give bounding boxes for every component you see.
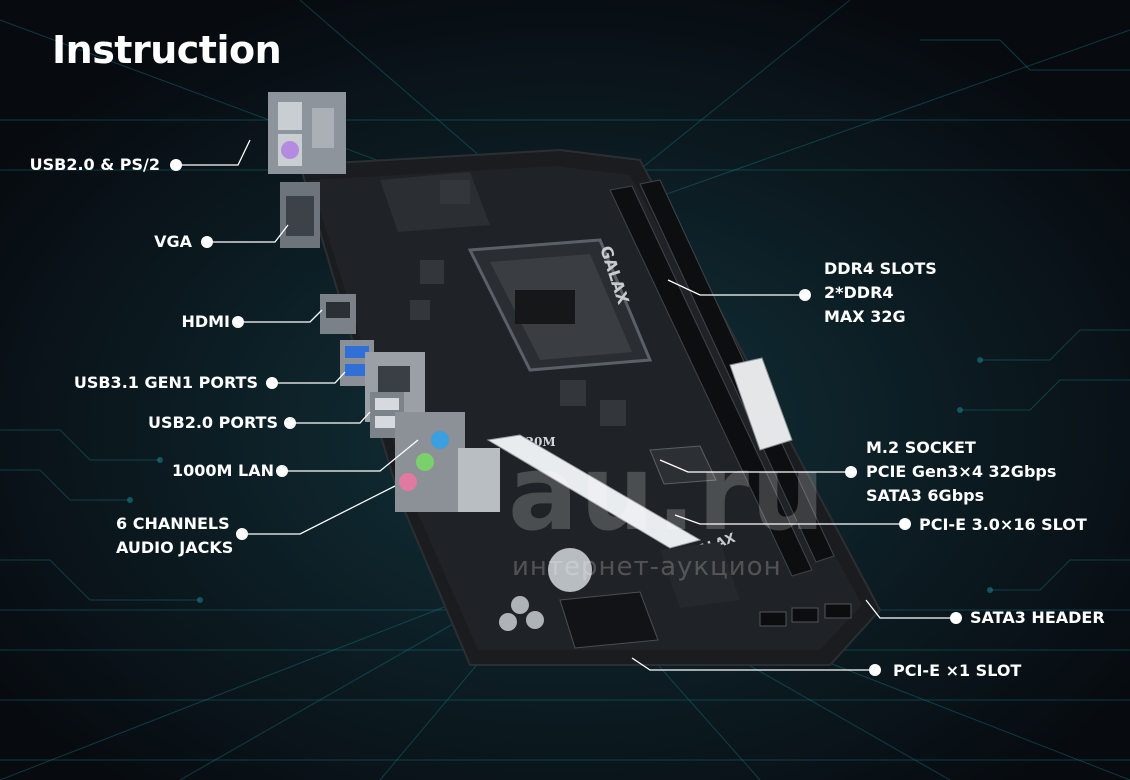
label-usb20: USB2.0 PORTS bbox=[148, 413, 278, 432]
callout-dot bbox=[201, 236, 213, 248]
callout-dot bbox=[799, 289, 811, 301]
callout-dot bbox=[232, 316, 244, 328]
callout-dot bbox=[869, 664, 881, 676]
callout-dot bbox=[276, 465, 288, 477]
label-audio-line1: 6 CHANNELS bbox=[116, 514, 230, 533]
watermark-subtitle: интернет-аукцион bbox=[512, 552, 782, 582]
label-pcie16: PCI-E 3.0×16 SLOT bbox=[919, 515, 1087, 534]
label-usb31: USB3.1 GEN1 PORTS bbox=[73, 373, 258, 392]
label-ddr4-line3: MAX 32G bbox=[824, 307, 906, 326]
label-hdmi: HDMI bbox=[181, 312, 230, 331]
callout-dot bbox=[899, 518, 911, 530]
rear-io bbox=[268, 92, 500, 512]
label-vga: VGA bbox=[154, 232, 192, 251]
pcie-x1-slot bbox=[559, 591, 659, 649]
label-lan: 1000M LAN bbox=[172, 461, 274, 480]
label-ddr4-line1: DDR4 SLOTS bbox=[824, 259, 937, 278]
label-usb2-ps2: USB2.0 & PS/2 bbox=[29, 155, 160, 174]
label-m2-line3: SATA3 6Gbps bbox=[866, 486, 985, 505]
label-ddr4: DDR4 SLOTS 2*DDR4 MAX 32G bbox=[824, 257, 937, 329]
label-audio-line2: AUDIO JACKS bbox=[116, 538, 234, 557]
label-pcie1: PCI-E ×1 SLOT bbox=[893, 661, 1022, 680]
cpu-socket bbox=[467, 238, 653, 372]
label-sata: SATA3 HEADER bbox=[970, 608, 1105, 627]
label-audio: 6 CHANNELS AUDIO JACKS bbox=[116, 512, 233, 560]
callout-dot bbox=[950, 612, 962, 624]
callout-dot bbox=[284, 417, 296, 429]
callout-dot bbox=[236, 528, 248, 540]
callout-dot bbox=[266, 377, 278, 389]
pcie-x16-slot bbox=[486, 434, 702, 549]
callout-dot bbox=[845, 466, 857, 478]
label-m2: M.2 SOCKET PCIE Gen3×4 32Gbps SATA3 6Gbp… bbox=[866, 436, 1056, 508]
watermark: au.ru bbox=[508, 432, 828, 554]
callout-dot bbox=[170, 159, 182, 171]
label-m2-line2: PCIE Gen3×4 32Gbps bbox=[866, 462, 1057, 481]
label-ddr4-line2: 2*DDR4 bbox=[824, 283, 894, 302]
page-title: Instruction bbox=[52, 28, 282, 72]
label-m2-line1: M.2 SOCKET bbox=[866, 438, 976, 457]
